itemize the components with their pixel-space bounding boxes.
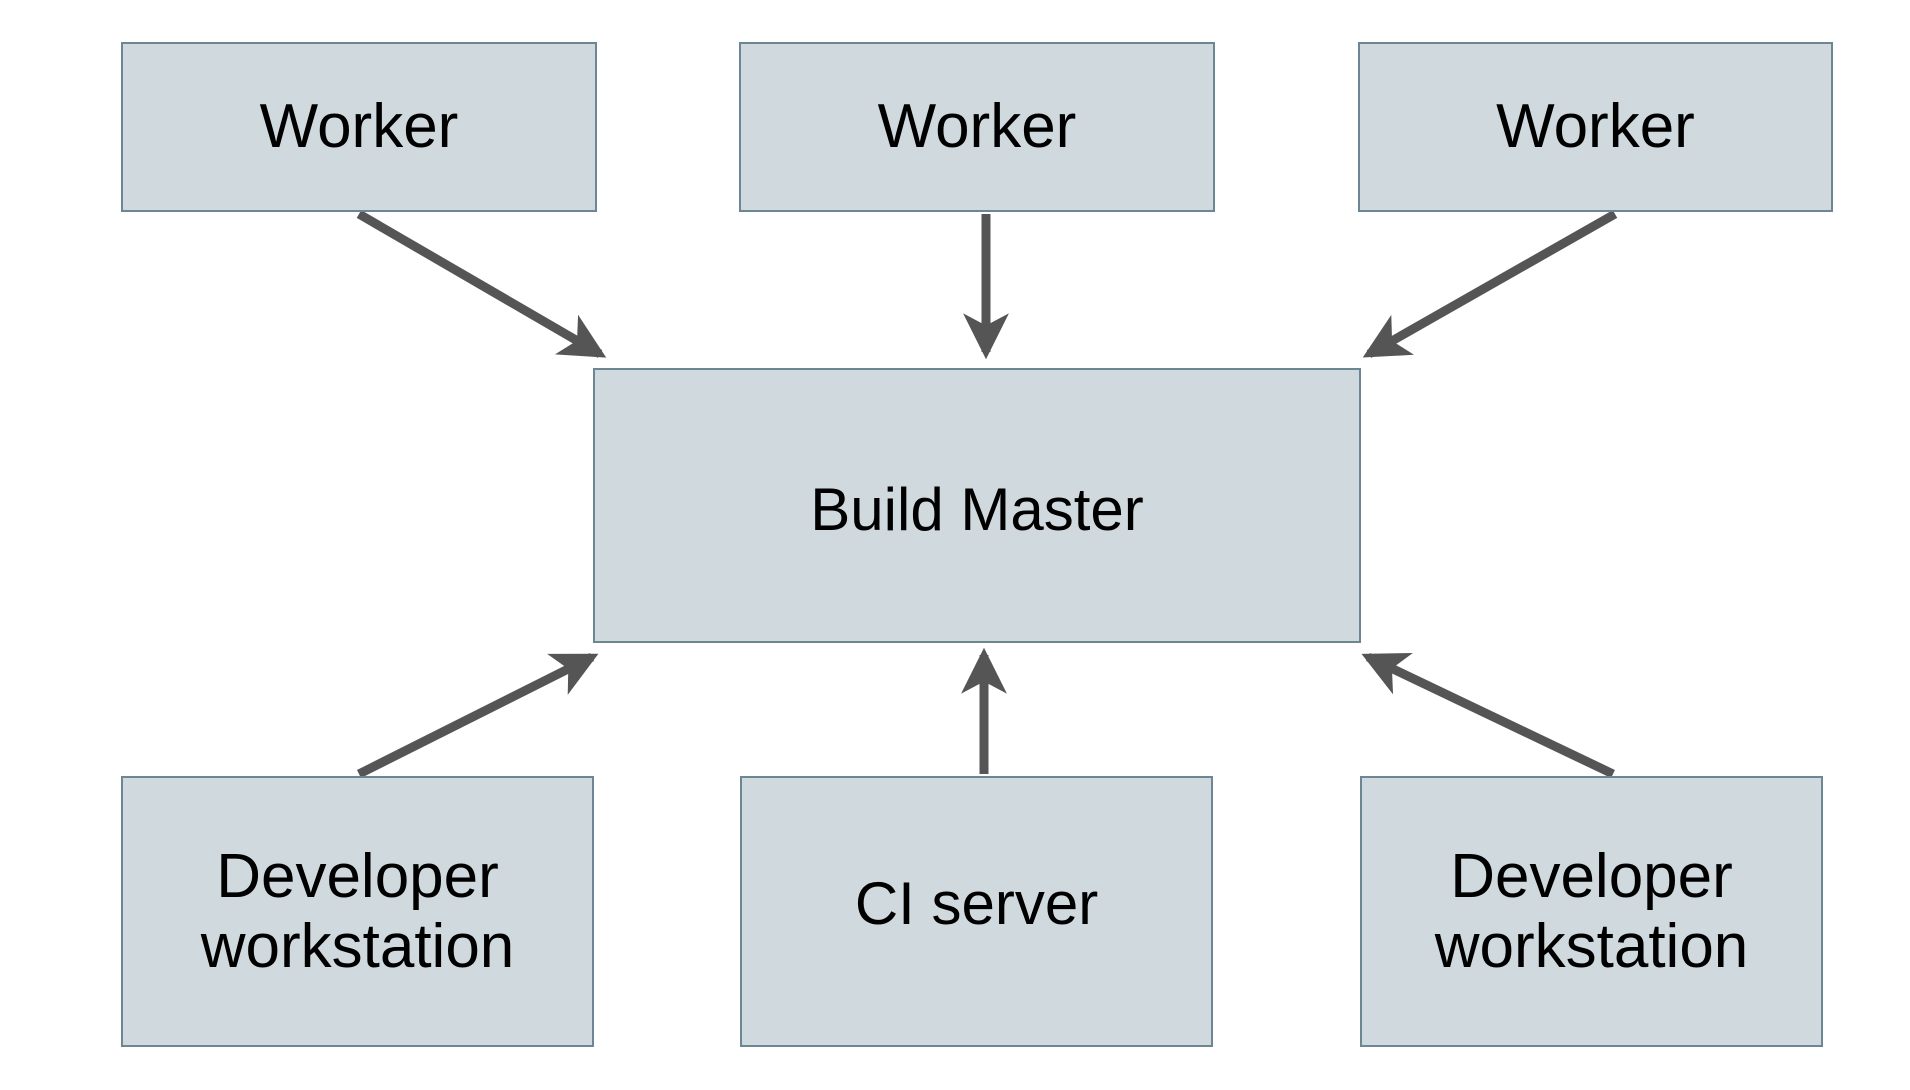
node-build-master[interactable]: Build Master <box>593 368 1361 643</box>
node-worker-2-label: Worker <box>877 92 1077 162</box>
node-developer-workstation-right-label: Developer workstation <box>1434 842 1749 981</box>
edge-worker-3-to-master <box>1362 210 1618 358</box>
node-worker-1-label: Worker <box>259 92 459 162</box>
node-worker-1[interactable]: Worker <box>121 42 597 212</box>
node-worker-3-label: Worker <box>1496 92 1695 162</box>
node-developer-workstation-left-label: Developer workstation <box>200 842 515 981</box>
edge-dev-left-to-master <box>356 652 599 779</box>
node-developer-workstation-left[interactable]: Developer workstation <box>121 776 594 1047</box>
edge-dev-right-to-master <box>1361 652 1615 779</box>
node-developer-workstation-right[interactable]: Developer workstation <box>1360 776 1823 1047</box>
node-ci-server-label: CI server <box>854 869 1099 937</box>
edge-worker-1-to-master <box>356 210 607 358</box>
node-ci-server[interactable]: CI server <box>740 776 1213 1047</box>
node-build-master-label: Build Master <box>810 475 1144 543</box>
node-worker-3[interactable]: Worker <box>1358 42 1833 212</box>
node-worker-2[interactable]: Worker <box>739 42 1215 212</box>
